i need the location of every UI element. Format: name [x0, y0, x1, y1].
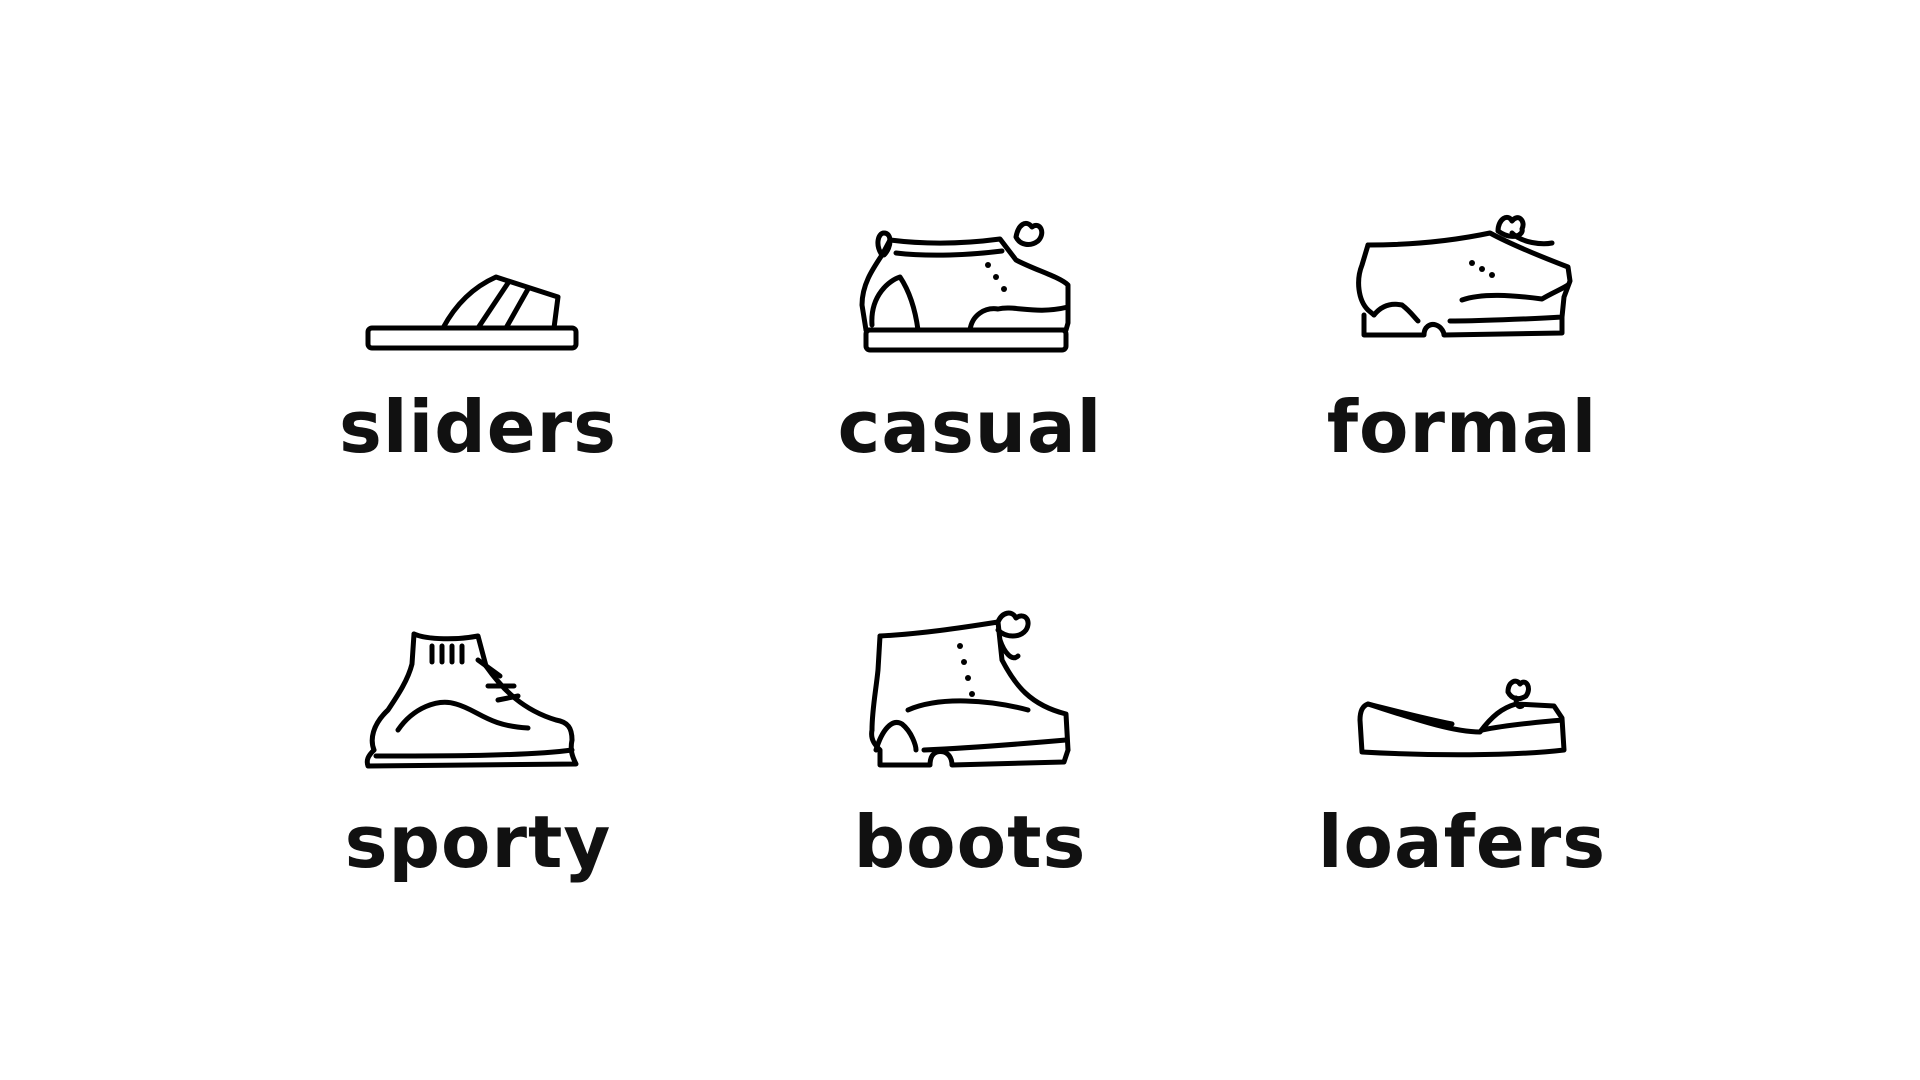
sporty-hightop-icon [364, 631, 579, 769]
category-label-loafers: loafers [1317, 800, 1607, 884]
category-loafers[interactable]: loafers [1252, 600, 1672, 930]
category-label-boots: boots [853, 800, 1087, 884]
category-sporty[interactable]: sporty [268, 600, 688, 930]
category-label-sporty: sporty [344, 800, 612, 884]
slider-sandal-icon [365, 274, 579, 351]
category-label-sliders: sliders [339, 385, 617, 469]
boot-icon [869, 610, 1071, 768]
category-casual[interactable]: casual [760, 185, 1180, 515]
category-label-casual: casual [837, 385, 1103, 469]
loafer-icon [1357, 678, 1567, 758]
category-label-formal: formal [1326, 385, 1598, 469]
category-formal[interactable]: formal [1252, 185, 1672, 515]
casual-sneaker-icon [859, 220, 1071, 353]
category-boots[interactable]: boots [760, 600, 1180, 930]
category-sliders[interactable]: sliders [268, 185, 688, 515]
formal-shoe-icon [1356, 214, 1573, 338]
